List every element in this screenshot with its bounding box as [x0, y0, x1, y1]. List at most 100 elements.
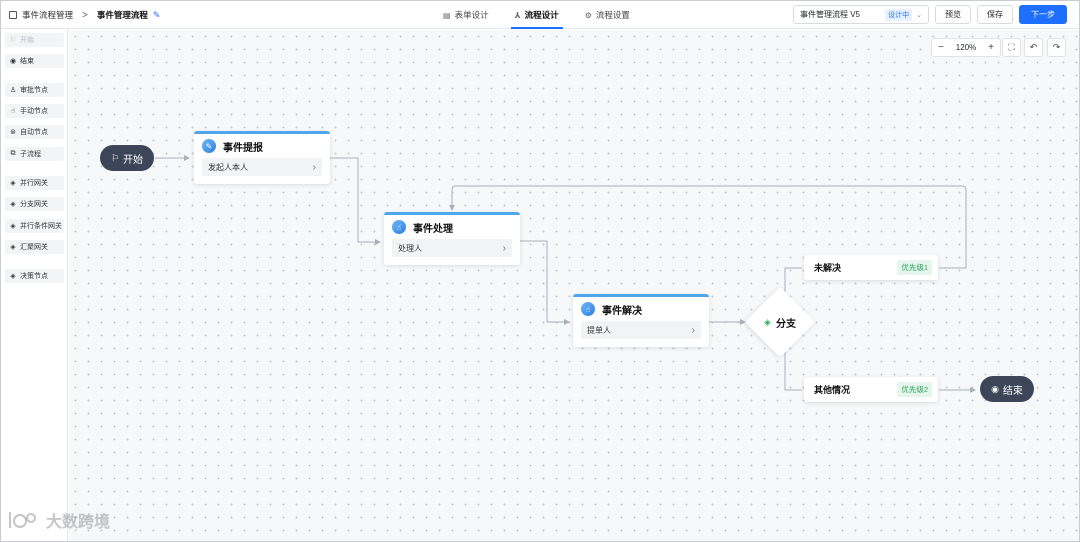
palette-item-label: 手动节点 [20, 108, 48, 115]
chevron-right-icon: › [502, 242, 506, 254]
palette-item-label: 决策节点 [20, 273, 48, 280]
connector-report-to-handle [329, 157, 381, 245]
watermark: 大数跨境 [6, 508, 110, 532]
breadcrumb-root[interactable]: 事件流程管理 [22, 10, 74, 20]
palette-item-parallel-condition-gateway[interactable]: ◈ 并行条件网关 [5, 219, 64, 233]
palette-item-subprocess[interactable]: ⧉ 子流程 [5, 147, 64, 161]
diamond-icon: ◈ [10, 223, 16, 230]
header-actions: 事件管理流程 V5 设计中 ⌄ 预览 保存 下一步 [793, 5, 1067, 24]
chevron-right-icon: › [691, 324, 695, 336]
top-header: 事件流程管理 > 事件管理流程 ✎ ▤ 表单设计 ⅄ 流程设计 ⚙ 流程设置 事… [1, 1, 1079, 29]
flow-icon: ⅄ [514, 10, 521, 20]
connector-unresolved-loop [449, 185, 967, 269]
zoom-control: − 120% + [931, 38, 1001, 57]
palette-item-auto[interactable]: ⊛ 自动节点 [5, 125, 64, 139]
node-assignee-row[interactable]: 处理人 › [392, 239, 512, 257]
branch-condition-unresolved[interactable]: 未解决 优先级1 [804, 255, 938, 280]
flag-icon: ⚐ [110, 152, 120, 163]
form-icon: ▤ [443, 10, 451, 20]
undo-icon[interactable]: ↶ [1024, 38, 1043, 57]
node-palette: ⚐开始 ◉结束 ♙审批节点 ☝ 手动节点 ⊛ 自动节点 ⧉ 子流程 ◈ 并行网关 ◈ 分支… [1, 29, 68, 541]
palette-item-label: 开始 [20, 37, 34, 44]
palette-item-manual[interactable]: ☝ 手动节点 [5, 104, 64, 118]
node-title: 事件提报 [223, 142, 263, 154]
tab-flow-settings[interactable]: ⚙ 流程设置 [583, 1, 632, 29]
version-label: 事件管理流程 V5 [800, 10, 861, 19]
version-status-badge: 设计中 [885, 8, 913, 21]
auto-icon: ⊛ [10, 129, 16, 136]
node-assignee-row[interactable]: 提单人 › [581, 321, 701, 339]
diamond-icon: ◈ [10, 244, 16, 251]
flow-node-resolve[interactable]: ☝ 事件解决 提单人 › [573, 294, 709, 347]
node-assignee: 发起人本人 [208, 162, 248, 172]
node-title: 事件处理 [413, 223, 453, 235]
diamond-icon: ◈ [10, 180, 16, 187]
chevron-right-icon: › [312, 161, 316, 173]
chevron-down-icon: ⌄ [916, 11, 922, 19]
next-step-button[interactable]: 下一步 [1019, 5, 1067, 24]
app-icon [9, 11, 17, 19]
end-circle-icon: ◉ [991, 383, 999, 394]
edit-form-icon: ✎ [202, 139, 216, 153]
connector-gateway-to-unresolved [784, 267, 802, 292]
node-header: ☝ 事件处理 [384, 215, 520, 239]
hand-icon: ☝ [10, 108, 16, 115]
flag-icon: ⚐ [9, 37, 17, 44]
priority-badge: 优先级1 [897, 260, 932, 275]
palette-item-label: 子流程 [20, 151, 41, 158]
palette-item-label: 并行条件网关 [20, 223, 62, 230]
end-node[interactable]: ◉ 结束 [980, 376, 1034, 402]
palette-item-label: 分支网关 [20, 201, 48, 208]
palette-item-parallel-gateway[interactable]: ◈ 并行网关 [5, 176, 64, 190]
node-header: ✎ 事件提报 [194, 134, 330, 158]
flow-node-report[interactable]: ✎ 事件提报 发起人本人 › [194, 131, 330, 184]
node-header: ☝ 事件解决 [573, 297, 709, 321]
approval-icon: ♙ [9, 87, 17, 94]
save-button[interactable]: 保存 [977, 5, 1013, 24]
breadcrumb-separator: > [82, 9, 88, 21]
palette-item-branch-gateway[interactable]: ◈ 分支网关 [5, 197, 64, 211]
flow-canvas[interactable]: − 120% + ⛶ ↶ ↷ ⚐ 开始 ✎ 事件提报 发起人本人 › ☝ 事件处… [69, 30, 1079, 541]
palette-item-label: 结束 [20, 58, 34, 65]
tab-label: 表单设计 [454, 10, 489, 20]
palette-item-decision[interactable]: ◈ 决策节点 [5, 269, 64, 283]
version-select[interactable]: 事件管理流程 V5 设计中 ⌄ [793, 5, 929, 24]
subprocess-icon: ⧉ [10, 150, 16, 157]
palette-item-end[interactable]: ◉结束 [5, 54, 64, 68]
start-node[interactable]: ⚐ 开始 [100, 145, 154, 171]
node-assignee-row[interactable]: 发起人本人 › [202, 158, 322, 176]
start-label: 开始 [123, 154, 144, 166]
redo-icon[interactable]: ↷ [1047, 38, 1066, 57]
watermark-logo-icon [9, 512, 36, 528]
zoom-out-button[interactable]: − [938, 42, 944, 53]
watermark-text: 大数跨境 [46, 514, 111, 531]
branch-label: 其他情况 [814, 385, 851, 395]
tab-flow-design[interactable]: ⅄ 流程设计 [510, 1, 563, 29]
edit-icon[interactable]: ✎ [152, 9, 161, 20]
palette-item-merge-gateway[interactable]: ◈汇聚网关 [5, 240, 64, 254]
branch-condition-other[interactable]: 其他情况 优先级2 [804, 377, 938, 402]
branch-label: 未解决 [814, 263, 842, 273]
node-assignee: 提单人 [587, 325, 611, 335]
diamond-icon: ◈ [10, 201, 16, 208]
gear-icon: ⚙ [584, 10, 592, 20]
zoom-in-button[interactable]: + [988, 42, 994, 53]
fit-screen-icon[interactable]: ⛶ [1002, 38, 1021, 57]
palette-item-start[interactable]: ⚐开始 [5, 33, 64, 47]
palette-item-label: 自动节点 [20, 129, 48, 136]
breadcrumb-current: 事件管理流程 [96, 10, 148, 20]
flow-node-handle[interactable]: ☝ 事件处理 处理人 › [384, 212, 520, 265]
tab-form-design[interactable]: ▤ 表单设计 [441, 1, 491, 29]
zoom-level: 120% [955, 43, 977, 52]
connector-gateway-to-other [784, 352, 802, 391]
diamond-icon: ◈ [10, 273, 16, 280]
breadcrumb: 事件流程管理 > 事件管理流程 ✎ [9, 1, 160, 29]
node-title: 事件解决 [602, 305, 642, 317]
end-label: 结束 [1002, 385, 1023, 397]
tab-label: 流程设置 [595, 10, 630, 20]
hand-icon: ☝ [392, 220, 406, 234]
preview-button[interactable]: 预览 [935, 5, 971, 24]
palette-item-approval[interactable]: ♙审批节点 [5, 83, 64, 97]
priority-badge: 优先级2 [897, 382, 932, 397]
palette-item-label: 并行网关 [20, 180, 48, 187]
